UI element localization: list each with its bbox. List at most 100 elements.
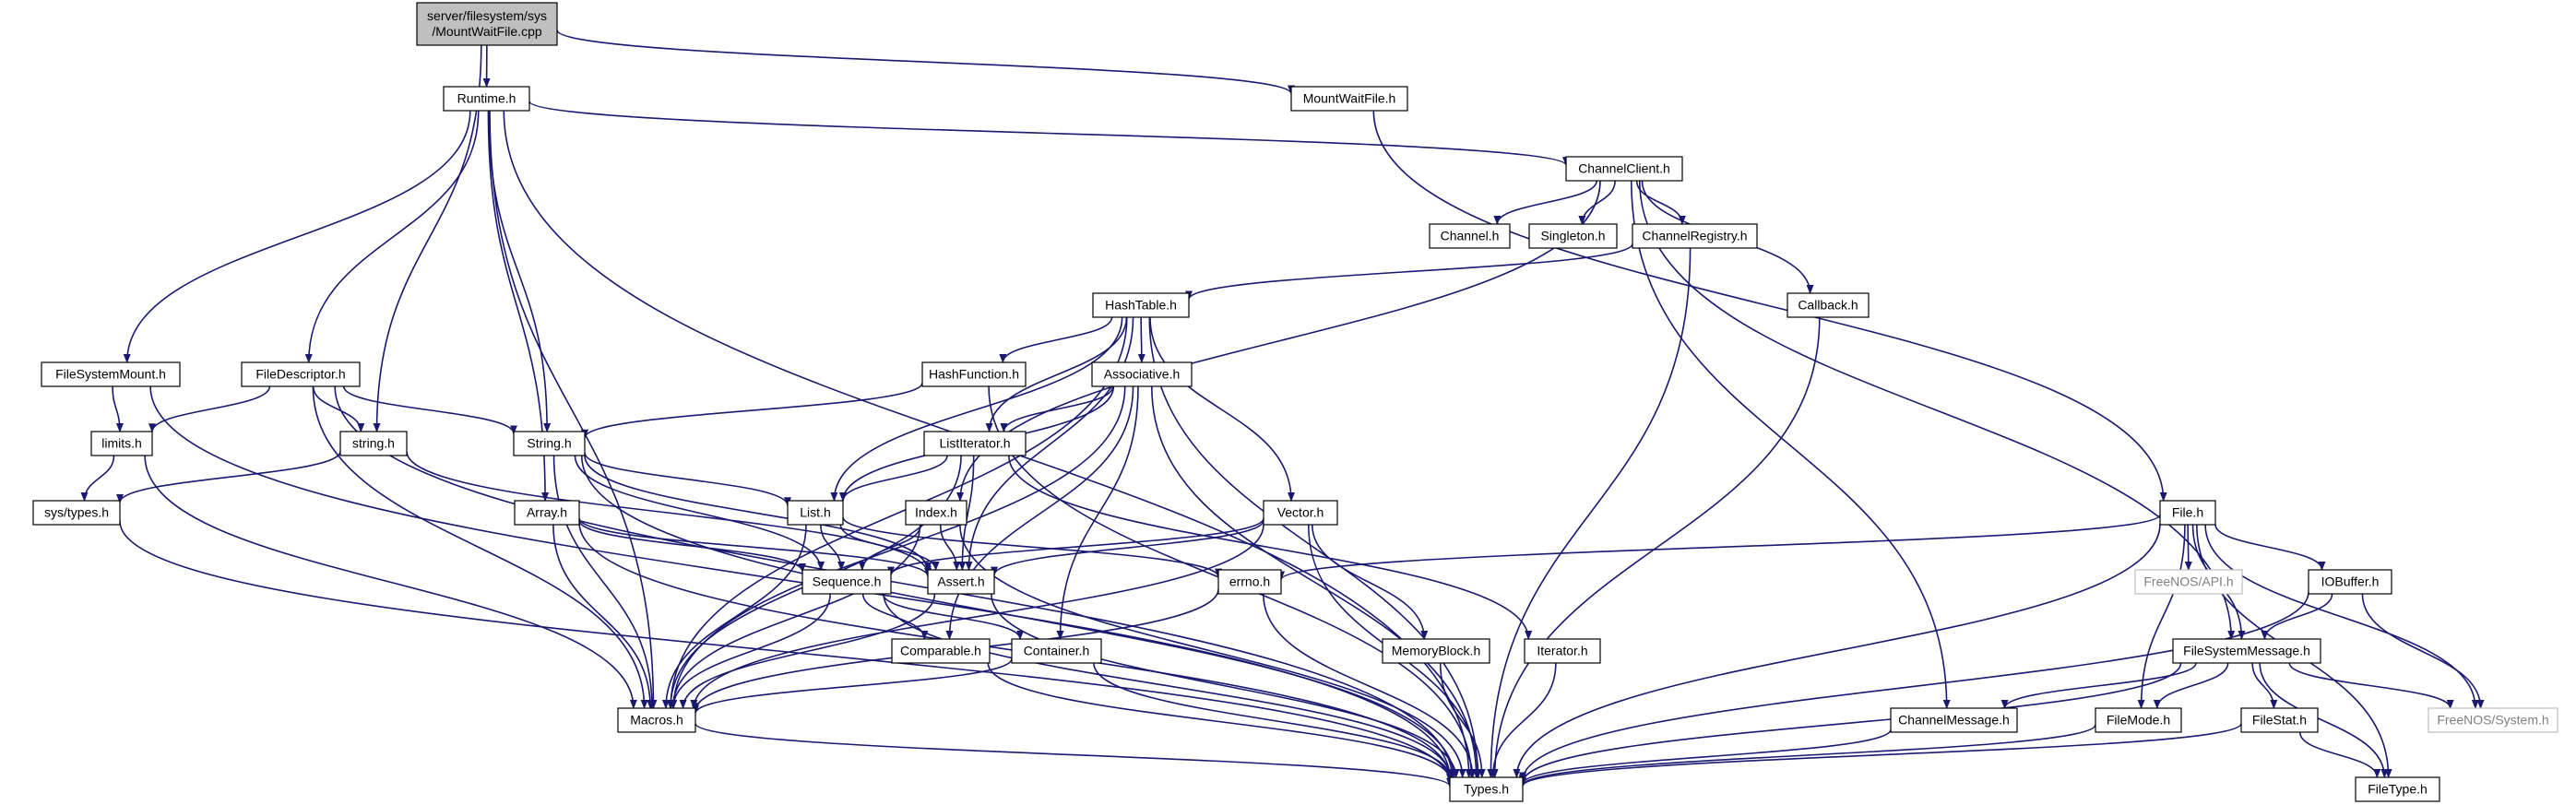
edge-memoryblock-h-to-types-h	[1439, 662, 1486, 778]
node-box	[1092, 292, 1190, 318]
node-channelclient-h[interactable]: ChannelClient.h	[1565, 156, 1683, 182]
edge-filemode-h-to-types-h	[1519, 724, 2096, 787]
edge-hashtable-h-to-listiterator-h	[985, 316, 1128, 432]
node-memoryblock-h[interactable]: MemoryBlock.h	[1382, 638, 1490, 664]
node-box	[1565, 156, 1683, 182]
node-listiterator-h[interactable]: ListIterator.h	[923, 431, 1027, 456]
edge-filesystemmessage-h-to-channelmessage-h	[2000, 662, 2197, 709]
edge-filesystemmount-h-to-limits-h	[112, 385, 124, 432]
node-sys-types-h[interactable]: sys/types.h	[32, 500, 121, 526]
node-label: File.h	[2172, 505, 2203, 520]
node-macros-h[interactable]: Macros.h	[617, 707, 696, 733]
node-box	[2172, 638, 2321, 664]
node-filemode-h[interactable]: FileMode.h	[2095, 707, 2182, 733]
node-box	[2159, 500, 2216, 526]
node-label: MemoryBlock.h	[1392, 644, 1480, 658]
edge-associative-h-to-types-h	[1150, 385, 1480, 778]
node-list-h[interactable]: List.h	[787, 500, 844, 526]
node-mountwaitfile-cpp[interactable]: server/filesystem/sys/MountWaitFile.cpp	[416, 2, 558, 46]
edge-sequence-h-to-macros-h	[669, 593, 831, 709]
edge-list-h-to-sequence-h	[820, 524, 846, 571]
node-filedescriptor-h[interactable]: FileDescriptor.h	[241, 361, 361, 387]
edge-vector-h-to-macros-h	[690, 524, 1264, 709]
edge-sequence-h-to-comparable-h	[861, 593, 929, 640]
edge-runtime-h-to-string-h	[488, 110, 552, 432]
node-box	[1429, 223, 1511, 249]
edges-layer	[80, 29, 2485, 787]
edge-macros-h-to-types-h	[694, 722, 1454, 787]
edge-channelclient-h-to-channelregistry-h	[1635, 180, 1686, 225]
node-label: FreeNOS/API.h	[2143, 574, 2233, 589]
node-label: String.h	[527, 436, 571, 451]
edge-runtime-h-to-channelclient-h	[528, 101, 1570, 167]
node-filestat-h[interactable]: FileStat.h	[2240, 707, 2319, 733]
node-box	[514, 500, 580, 526]
edge-string-h-to-assert-h	[584, 455, 932, 572]
node-label: /MountWaitFile.cpp	[432, 24, 542, 39]
edge-file-h-to-freenos-system-h	[2204, 524, 2479, 709]
node-box	[443, 86, 530, 112]
node-label: Macros.h	[630, 713, 683, 728]
node-singleton-h[interactable]: Singleton.h	[1528, 223, 1618, 249]
node-callback-h[interactable]: Callback.h	[1787, 292, 1870, 318]
node-vector-h[interactable]: Vector.h	[1263, 500, 1338, 526]
node-filetype-h[interactable]: FileType.h	[2355, 776, 2440, 802]
node-channelmessage-h[interactable]: ChannelMessage.h	[1890, 707, 2018, 733]
node-box	[41, 361, 181, 387]
node-channel-h[interactable]: Channel.h	[1429, 223, 1511, 249]
node-types-h[interactable]: Types.h	[1449, 776, 1524, 802]
edge-index-h-to-assert-h	[939, 524, 961, 571]
node-label: Sequence.h	[813, 574, 882, 589]
edge-listiterator-h-to-iterator-h	[1008, 455, 1533, 640]
edge-container-h-to-macros-h	[692, 658, 1013, 715]
node-label: Comparable.h	[900, 644, 981, 658]
node-label: Index.h	[915, 505, 957, 520]
edge-iterator-h-to-types-h	[1489, 662, 1557, 778]
node-runtime-h[interactable]: Runtime.h	[443, 86, 530, 112]
edge-runtime-h-to-filesystemmount-h	[123, 110, 471, 363]
node-box	[339, 431, 408, 456]
node-box	[1290, 86, 1408, 112]
node-array-h[interactable]: Array.h	[514, 500, 580, 526]
node-index-h[interactable]: Index.h	[905, 500, 967, 526]
node-channelregistry-h[interactable]: ChannelRegistry.h	[1632, 223, 1758, 249]
node-errno-h[interactable]: errno.h	[1217, 569, 1282, 595]
node-iterator-h[interactable]: Iterator.h	[1524, 638, 1601, 664]
node-associative-h[interactable]: Associative.h	[1091, 361, 1193, 387]
node-iobuffer-h[interactable]: IOBuffer.h	[2308, 569, 2392, 595]
node-file-h[interactable]: File.h	[2159, 500, 2216, 526]
edge-hashtable-h-to-vector-h	[1149, 316, 1295, 502]
edge-filesystemmessage-h-to-types-h	[1519, 662, 2182, 784]
node-filesystemmessage-h[interactable]: FileSystemMessage.h	[2172, 638, 2321, 664]
node-mountwaitfile-h[interactable]: MountWaitFile.h	[1290, 86, 1408, 112]
edge-array-h-to-sequence-h	[578, 519, 806, 573]
edge-filesystemmessage-h-to-freenos-system-h	[2288, 662, 2454, 709]
node-label: FileType.h	[2368, 782, 2428, 797]
node-string-h[interactable]: String.h	[513, 431, 586, 456]
edge-filestat-h-to-types-h	[1519, 722, 2242, 787]
node-box	[1528, 223, 1618, 249]
edge-runtime-h-to-array-h	[487, 110, 550, 502]
edge-file-h-to-errno-h	[1277, 514, 2161, 581]
edge-sys-types-h-to-types-h	[119, 521, 1454, 784]
node-filesystemmount-h[interactable]: FileSystemMount.h	[41, 361, 181, 387]
node-assert-h[interactable]: Assert.h	[927, 569, 995, 595]
edge-string-h-to-macros-h	[552, 455, 656, 709]
node-freenos-system-h[interactable]: FreeNOS/System.h	[2428, 707, 2558, 733]
node-box	[1449, 776, 1524, 802]
edge-string-h-to-list-h	[584, 452, 791, 507]
node-string-h[interactable]: string.h	[339, 431, 408, 456]
edge-filedescriptor-h-to-limits-h	[148, 385, 271, 433]
node-container-h[interactable]: Container.h	[1011, 638, 1102, 664]
node-label: ListIterator.h	[939, 436, 1010, 451]
node-label: FileSystemMessage.h	[2183, 644, 2310, 658]
edge-file-h-to-types-h	[1513, 523, 2161, 778]
node-hashtable-h[interactable]: HashTable.h	[1092, 292, 1190, 318]
node-box	[2095, 707, 2182, 733]
node-hashfunction-h[interactable]: HashFunction.h	[921, 361, 1027, 387]
node-limits-h[interactable]: limits.h	[90, 431, 153, 456]
node-freenos-api-h[interactable]: FreeNOS/API.h	[2134, 569, 2243, 595]
node-comparable-h[interactable]: Comparable.h	[891, 638, 991, 664]
edge-filedescriptor-h-to-string-h	[342, 385, 517, 435]
node-sequence-h[interactable]: Sequence.h	[801, 569, 892, 595]
